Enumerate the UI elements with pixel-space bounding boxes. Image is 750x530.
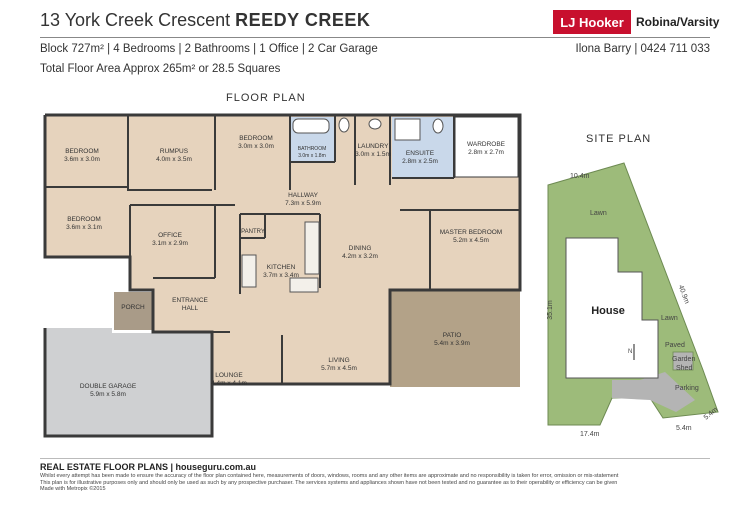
- room-dims: 3.6m x 3.0m: [64, 156, 100, 163]
- address: 13 York Creek Crescent: [40, 10, 231, 30]
- garage-area: [45, 328, 212, 436]
- floor-area: Total Floor Area Approx 265m² or 28.5 Sq…: [40, 63, 281, 75]
- office-name: Robina/Varsity: [636, 15, 720, 29]
- footer-company: REAL ESTATE FLOOR PLANS | houseguru.com.…: [40, 462, 257, 472]
- bathtub: [292, 118, 330, 134]
- property-details: Block 727m² | 4 Bedrooms | 2 Bathrooms |…: [40, 43, 378, 55]
- dim-bottom: 17.4m: [580, 431, 600, 438]
- room-name: PANTRY: [241, 229, 265, 235]
- footer-rule: [40, 458, 710, 459]
- room-name: WARDROBE: [467, 141, 506, 148]
- room-name: OFFICE: [158, 232, 182, 239]
- room-dims: 2.8m x 2.5m: [402, 158, 438, 165]
- lawn-label: Lawn: [590, 210, 607, 217]
- floor-plan-title: FLOOR PLAN: [226, 92, 306, 104]
- site-plan-title: SITE PLAN: [586, 133, 652, 145]
- room-name: BEDROOM: [67, 216, 101, 223]
- north-label: N: [628, 349, 632, 355]
- suburb: REEDY CREEK: [235, 10, 371, 30]
- house-label: House: [591, 305, 625, 317]
- paved-area: [612, 372, 695, 412]
- dim-bottom-right: 5.4m: [676, 425, 692, 432]
- property-title: 13 York Creek Crescent REEDY CREEK: [40, 10, 370, 31]
- patio-area: [390, 291, 520, 387]
- dim-top: 10.4m: [570, 173, 590, 180]
- room-name: MASTER BEDROOM: [440, 229, 502, 236]
- porch-area: [114, 292, 152, 330]
- toilet: [338, 117, 350, 133]
- room-name: RUMPUS: [160, 148, 189, 155]
- room-dims: 3.1m x 2.9m: [152, 240, 188, 247]
- dim-left: 35.1m: [547, 300, 554, 320]
- header-rule: [40, 37, 710, 38]
- room-name: PORCH: [121, 304, 145, 311]
- shed-label: Shed: [676, 365, 692, 372]
- room-dims: 5.4m x 3.9m: [434, 340, 470, 347]
- dim-right: 40.9m: [677, 284, 690, 305]
- disclaimer-line: Whilst every attempt has been made to en…: [40, 473, 619, 479]
- room-dims: 3.6m x 3.1m: [66, 224, 102, 231]
- outer-wall: [45, 113, 522, 386]
- room-dims: 7.3m x 5.9m: [285, 200, 321, 207]
- laundry-tub: [368, 118, 382, 130]
- room-dims: 4.0m x 3.5m: [156, 156, 192, 163]
- shed-label: Garden: [672, 356, 695, 363]
- room-dims: HALL: [182, 305, 199, 312]
- room-name: ENSUITE: [406, 150, 435, 157]
- brand-logo: LJ Hooker: [553, 10, 631, 34]
- room-dims: 3.0m x 3.0m: [238, 143, 274, 150]
- disclaimer-line: Made with Metropix ©2015: [40, 486, 106, 492]
- room-dims: 5.2m x 4.5m: [453, 237, 489, 244]
- room-name: ENTRANCE: [172, 297, 208, 304]
- room-name: BATHROOM: [298, 146, 327, 152]
- room-dims: 3.7m x 3.4m: [263, 272, 299, 279]
- kitchen-bench-2: [304, 221, 320, 275]
- room-name: BEDROOM: [65, 148, 99, 155]
- room-name: LIVING: [328, 357, 349, 364]
- lawn-label: Lawn: [661, 315, 678, 322]
- disclaimer-line: This plan is for illustrative purposes o…: [40, 479, 618, 486]
- room-dims: 5.9m x 5.8m: [90, 391, 126, 398]
- room-dims: 4.4m x 4.1m: [211, 380, 247, 387]
- room-dims: 5.7m x 4.5m: [321, 365, 357, 372]
- room-dims: 4.2m x 3.2m: [342, 253, 378, 260]
- house-footprint: [565, 237, 659, 379]
- room-name: LOUNGE: [215, 372, 243, 379]
- room-dims: 3.0m x 1.5m: [355, 151, 391, 158]
- island-bench: [289, 277, 319, 293]
- parking-label: Parking: [675, 385, 699, 392]
- garden-shed: [672, 351, 694, 371]
- room-dims: 3.0m x 1.8m: [298, 153, 326, 159]
- outer-wall-west: [43, 115, 214, 438]
- shower: [394, 118, 421, 141]
- interior-walls: [45, 115, 520, 384]
- room-dims: 2.8m x 2.7m: [468, 149, 504, 156]
- paved-label: Paved: [665, 342, 685, 349]
- footer-disclaimer: Whilst every attempt has been made to en…: [40, 473, 710, 493]
- room-name: PATIO: [443, 332, 462, 339]
- ensuite-toilet: [432, 118, 444, 134]
- agent-contact: Ilona Barry | 0424 711 033: [575, 43, 710, 55]
- room-name: HALLWAY: [288, 192, 319, 199]
- floor-area: [45, 115, 520, 384]
- room-name: DINING: [349, 245, 372, 252]
- room-name: LAUNDRY: [358, 143, 390, 150]
- room-name: KITCHEN: [267, 264, 296, 271]
- room-name: BEDROOM: [239, 135, 273, 142]
- kitchen-bench: [241, 254, 257, 288]
- room-name: DOUBLE GARAGE: [80, 383, 137, 390]
